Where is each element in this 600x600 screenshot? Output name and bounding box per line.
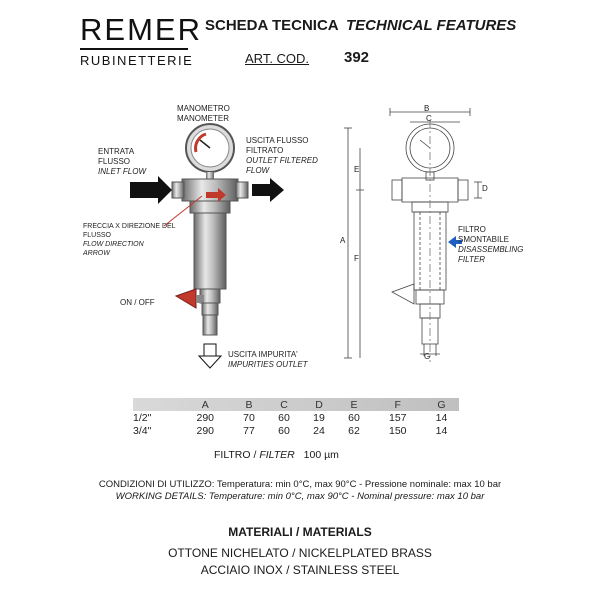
brand-name: REMER: [80, 12, 202, 47]
table-header: A: [201, 398, 209, 411]
table-header-row: A B C D E F G: [133, 398, 459, 411]
title-italian: SCHEDA TECNICA: [205, 17, 339, 34]
table-header: [133, 398, 179, 411]
table-cell: 150: [388, 424, 407, 437]
table-cell: 157: [388, 411, 407, 424]
filter-pointer-icon: [448, 236, 462, 248]
table-cell: 24: [313, 424, 325, 437]
brand-divider: [80, 48, 188, 50]
brand-subtitle: RUBINETTERIE: [80, 53, 194, 68]
table-row: 3/4" 290 77 60 24 62 150 14: [133, 424, 459, 437]
dim-label-a: A: [340, 236, 346, 245]
table-header: G: [437, 398, 446, 411]
material-item: ACCIAIO INOX / STAINLESS STEEL: [200, 563, 400, 577]
material-item: OTTONE NICHELATO / NICKELPLATED BRASS: [168, 546, 432, 560]
table-header: C: [280, 398, 288, 411]
table-cell: 290: [196, 424, 215, 437]
table-header: F: [394, 398, 401, 411]
filter-illustration: [130, 123, 284, 369]
table-cell: 60: [278, 424, 290, 437]
table-cell: 14: [435, 424, 448, 437]
art-code-label: ART. COD.: [245, 51, 310, 66]
table-cell: 290: [196, 411, 215, 424]
outlet-label: USCITA FLUSSO FILTRATO OUTLET FILTERED F…: [246, 136, 318, 175]
working-conditions-italian: CONDIZIONI DI UTILIZZO: Temperatura: min…: [98, 479, 502, 490]
table-row: 1/2" 290 70 60 19 60 157 14: [133, 411, 459, 424]
materials-title: MATERIALI / MATERIALS: [228, 525, 372, 539]
title-english: TECHNICAL FEATURES: [346, 17, 517, 34]
technical-drawing: [344, 108, 482, 362]
inlet-arrow-icon: [130, 176, 172, 204]
table-header: E: [350, 398, 358, 411]
working-conditions-english: WORKING DETAILS: Temperature: min 0°C, m…: [115, 491, 485, 502]
dim-label-e: E: [354, 165, 360, 174]
dim-label-c: C: [426, 114, 432, 123]
impurities-outlet-arrow-icon: [197, 343, 223, 369]
table-cell: 19: [313, 411, 325, 424]
manometer-icon: [185, 123, 235, 180]
table-cell: 1/2": [133, 411, 152, 424]
manometer-label: MANOMETRO MANOMETER: [177, 104, 230, 123]
dim-label-d: D: [482, 184, 488, 193]
table-cell: 70: [243, 411, 255, 424]
dimensions-table: A B C D E F G 1/2" 290 70 60 19 60 157 1…: [133, 398, 459, 437]
table-cell: 60: [348, 411, 360, 424]
dim-label-g: G: [424, 352, 431, 361]
table-header: D: [315, 398, 323, 411]
impurities-outlet-label: USCITA IMPURITA' IMPURITIES OUTLET: [228, 350, 308, 369]
art-code-value: 392: [344, 49, 370, 66]
outlet-arrow-icon: [252, 178, 284, 202]
table-cell: 62: [348, 424, 360, 437]
table-cell: 77: [243, 424, 255, 437]
flow-direction-label: FRECCIA X DIREZIONE DEL FLUSSO FLOW DIRE…: [83, 223, 176, 257]
filter-spec: FILTRO / FILTER 100 µm: [214, 449, 339, 461]
table-cell: 60: [278, 411, 290, 424]
table-cell: 3/4": [133, 424, 152, 437]
inlet-label: ENTRATA FLUSSO INLET FLOW: [98, 147, 147, 176]
table-header: B: [245, 398, 253, 411]
on-off-label: ON / OFF: [120, 298, 155, 307]
disassembling-filter-label: FILTRO SMONTABILE DISASSEMBLING FILTER: [458, 225, 524, 264]
dim-label-b: B: [424, 104, 430, 113]
on-off-valve-icon: [174, 288, 204, 309]
table-cell: 14: [435, 411, 448, 424]
brand-logo: REMER RUBINETTERIE: [80, 14, 202, 68]
dim-label-f: F: [354, 254, 359, 263]
